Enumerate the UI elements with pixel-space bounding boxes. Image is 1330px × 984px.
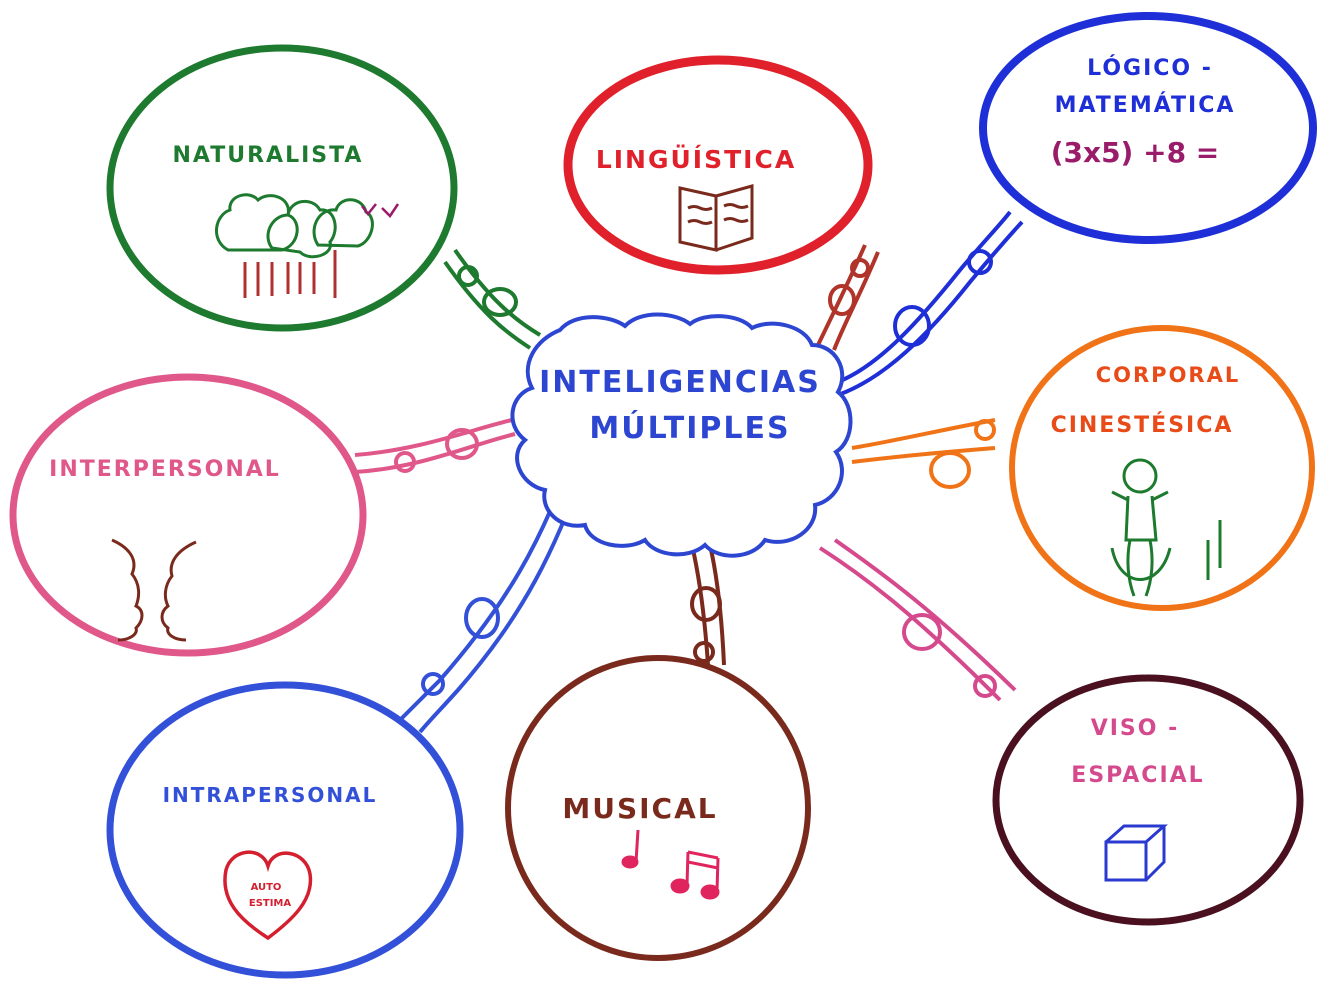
- connector-naturalista: [443, 248, 542, 350]
- central-node: INTELIGENCIAS MÚLTIPLES: [510, 312, 853, 558]
- node-naturalista: NATURALISTA: [106, 44, 458, 332]
- center-title-line2: MÚLTIPLES: [589, 409, 790, 446]
- connector-viso: [818, 538, 1017, 702]
- trees-icon: [215, 193, 374, 259]
- heart-icon: AUTO ESTIMA: [223, 850, 313, 941]
- node-logico-matematica: LÓGICO - MATEMÁTICA (3x5) +8 =: [979, 12, 1317, 244]
- corporal-label-line1: CORPORAL: [1096, 363, 1240, 387]
- logico-formula: (3x5) +8 =: [1051, 136, 1220, 169]
- interpersonal-label: INTERPERSONAL: [49, 457, 281, 482]
- connector-musical: [690, 544, 726, 666]
- heart-text-line1: AUTO: [251, 882, 282, 893]
- jumping-figure-icon: [1110, 458, 1222, 597]
- open-book-icon: [678, 184, 754, 252]
- viso-label-line1: VISO -: [1091, 716, 1180, 741]
- node-viso-espacial: VISO - ESPACIAL: [992, 674, 1304, 926]
- central-cloud-outline: [510, 312, 853, 558]
- corporal-label-line2: CINESTÉSICA: [1051, 412, 1234, 438]
- musical-label: MUSICAL: [562, 792, 717, 825]
- connector-logico: [837, 210, 1024, 397]
- viso-label-line2: ESPACIAL: [1071, 763, 1204, 788]
- node-musical: MUSICAL: [505, 655, 811, 961]
- node-corporal-cinestesica: CORPORAL CINESTÉSICA: [1009, 325, 1315, 611]
- connector-linguistica: [816, 244, 880, 351]
- birds-icon: [361, 203, 400, 218]
- center-title-line1: INTELIGENCIAS: [539, 365, 821, 400]
- connector-interpersonal: [354, 418, 516, 474]
- connector-intrapersonal: [398, 474, 582, 734]
- node-linguistica: LINGÜÍSTICA: [563, 55, 873, 275]
- cube-icon: [1104, 824, 1168, 882]
- music-notes-icon: [621, 829, 720, 900]
- logico-label-line2: MATEMÁTICA: [1055, 92, 1236, 118]
- logico-label-line1: LÓGICO -: [1087, 55, 1213, 81]
- intrapersonal-label: INTRAPERSONAL: [163, 783, 378, 807]
- naturalista-label: NATURALISTA: [173, 143, 364, 168]
- node-interpersonal: INTERPERSONAL: [9, 373, 367, 657]
- linguistica-label: LINGÜÍSTICA: [596, 144, 796, 174]
- two-faces-icon: [111, 538, 197, 642]
- connector-corporal: [851, 418, 996, 489]
- heart-text-line2: ESTIMA: [249, 898, 292, 909]
- node-intrapersonal: INTRAPERSONAL AUTO ESTIMA: [106, 681, 464, 979]
- tree-trunks: [243, 250, 337, 298]
